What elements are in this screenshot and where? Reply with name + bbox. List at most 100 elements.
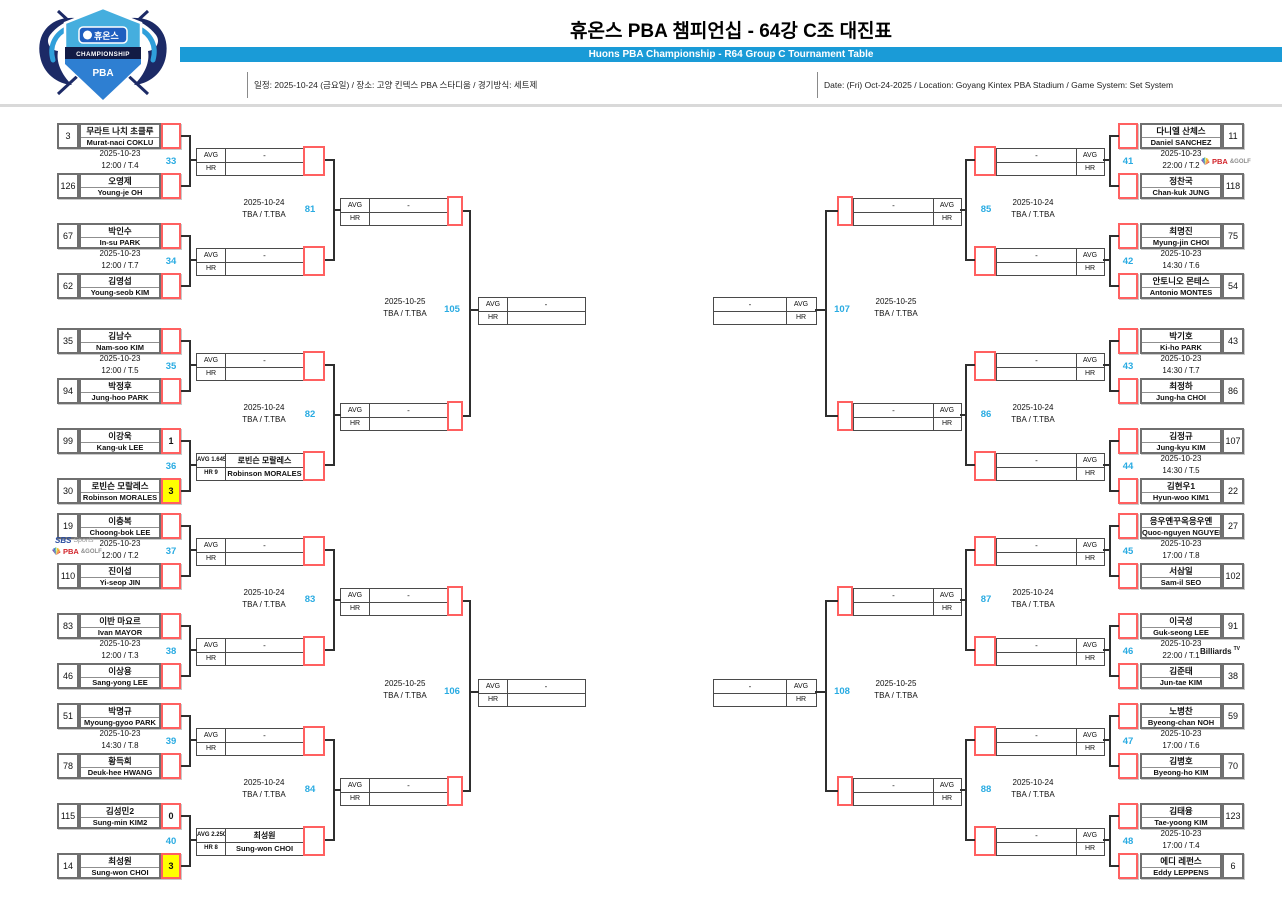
avg-value: -	[263, 541, 266, 550]
hr-label: HR 9	[204, 470, 218, 476]
result-box-divider	[854, 792, 961, 793]
connector-line	[1109, 135, 1111, 187]
avg-value: -	[1035, 356, 1038, 365]
match-date: 2025-10-24	[243, 778, 285, 787]
hr-value	[997, 262, 1076, 275]
match-number: 82	[304, 409, 316, 420]
player-name-ko: 응우옌꾸옥응우옌	[1142, 515, 1220, 528]
result-box-divider	[197, 842, 304, 843]
player-score	[1118, 703, 1138, 729]
player-seed: 62	[57, 273, 79, 299]
player-name-en: Deuk-hee HWANG	[87, 768, 153, 777]
hr-label: HR	[349, 215, 361, 222]
connector-line	[181, 525, 191, 527]
sponsor-golf-text: &GOLF	[1229, 158, 1251, 165]
match-time: TBA / T.TBA	[242, 600, 286, 609]
result-box-divider	[479, 311, 585, 312]
match-number: 45	[1122, 546, 1134, 557]
player-name-ko: 에디 레펀스	[1142, 855, 1220, 868]
hr-label: HR	[349, 795, 361, 802]
player-score	[1118, 753, 1138, 779]
match-date: 2025-10-23	[1160, 639, 1202, 648]
result-box-divider	[369, 199, 370, 225]
connector-line	[463, 210, 471, 212]
player-score	[1118, 428, 1138, 454]
player-score	[1118, 223, 1138, 249]
player-name-en: Jung-kyu KIM	[1156, 443, 1206, 452]
connector-line	[825, 210, 827, 417]
result-box-divider	[1076, 539, 1077, 565]
player-name-ko: 정찬국	[1142, 175, 1220, 188]
connector-line	[966, 649, 975, 651]
match-time: TBA / T.TBA	[1011, 790, 1055, 799]
avg-value: -	[263, 251, 266, 260]
connector-line	[190, 259, 197, 261]
pba-golf-peacock-icon	[1200, 153, 1210, 171]
connector-line	[1103, 739, 1111, 741]
sponsor-pba-text: PBA	[63, 547, 79, 556]
connector-line	[966, 739, 975, 741]
banner-text: Huons PBA Championship - R64 Group C Tou…	[588, 49, 874, 60]
header-divider	[0, 104, 1282, 107]
connector-line	[181, 235, 191, 237]
shield-icon: 휴온스 CHAMPIONSHIP PBA	[63, 6, 143, 102]
match-date: 2025-10-25	[384, 679, 426, 688]
connector-line	[1110, 490, 1119, 492]
player-seed: 22	[1222, 478, 1244, 504]
connector-line	[181, 865, 191, 867]
result-score-box	[447, 586, 463, 616]
connector-line	[1109, 715, 1111, 767]
hr-value	[225, 367, 304, 380]
match-date: 2025-10-24	[1012, 778, 1054, 787]
avg-value: -	[892, 591, 895, 600]
match-number: 85	[980, 204, 992, 215]
avg-label: AVG	[347, 592, 363, 599]
hr-label: HR	[1084, 845, 1096, 852]
match-number: 108	[834, 686, 850, 697]
match-time: 12:00 / T.2	[101, 551, 139, 560]
result-box-divider	[997, 742, 1104, 743]
result-box-divider	[933, 404, 934, 430]
result-score-box	[447, 401, 463, 431]
connector-line	[1110, 765, 1119, 767]
hr-label: HR 8	[204, 845, 218, 851]
match-number: 47	[1122, 736, 1134, 747]
hr-value	[225, 262, 304, 275]
match-number: 88	[980, 784, 992, 795]
hr-value	[997, 552, 1076, 565]
player-seed: 75	[1222, 223, 1244, 249]
match-time: 14:30 / T.5	[1162, 466, 1200, 475]
connector-line	[325, 839, 335, 841]
connector-line	[181, 765, 191, 767]
match-number: 41	[1122, 156, 1134, 167]
avg-label: AVG	[203, 357, 219, 364]
match-date: 2025-10-23	[1160, 354, 1202, 363]
connector-line	[1103, 464, 1111, 466]
hr-label: HR	[1084, 165, 1096, 172]
avg-label: AVG	[1082, 152, 1098, 159]
player-score	[1118, 273, 1138, 299]
player-name-ko: 이반 마요르	[81, 615, 159, 628]
avg-label: AVG	[485, 683, 501, 690]
hr-label: HR	[1084, 370, 1096, 377]
player-name-ko: 김정규	[1142, 430, 1220, 443]
result-box-divider	[197, 742, 304, 743]
match-date: 2025-10-23	[99, 249, 141, 258]
player-name-en: Young-seob KIM	[90, 288, 150, 297]
result-box-divider	[369, 404, 370, 430]
logo-pba-text: PBA	[92, 68, 113, 79]
player-name-en: Kang-uk LEE	[96, 443, 144, 452]
connector-line	[1109, 815, 1111, 867]
connector-line	[1109, 440, 1111, 492]
connector-line	[189, 625, 191, 677]
